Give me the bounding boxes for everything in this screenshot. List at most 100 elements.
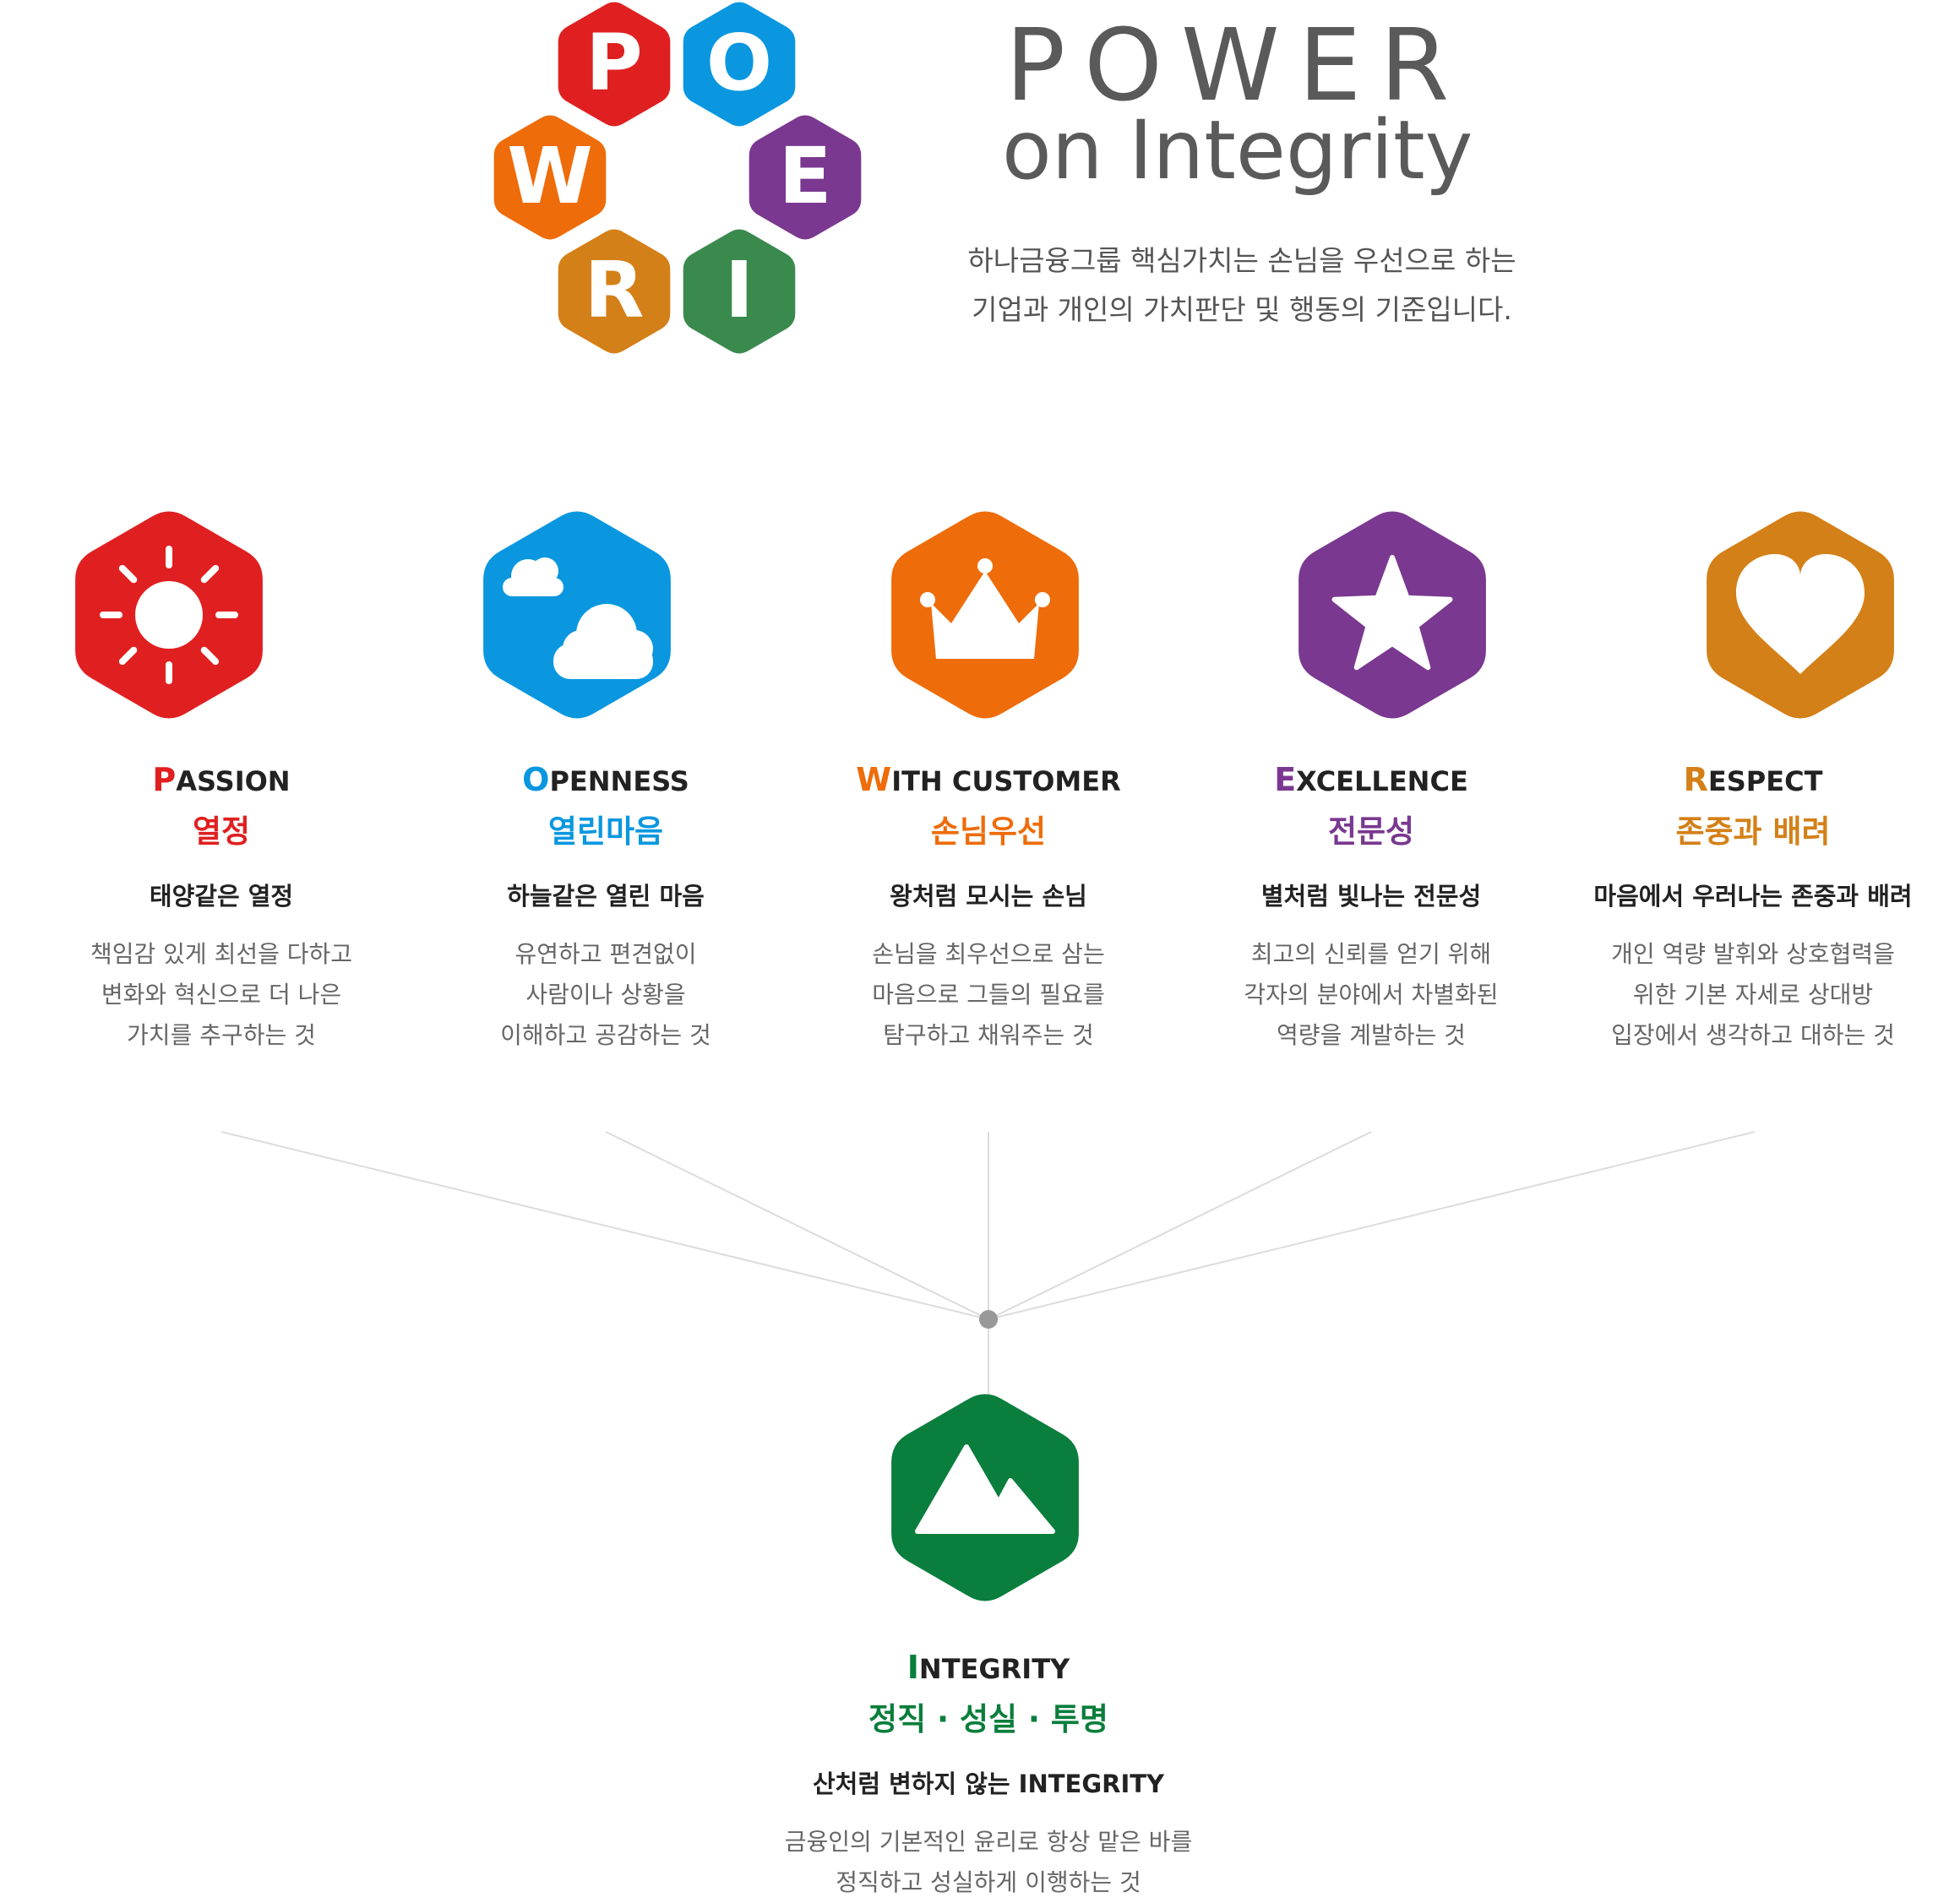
value-description: 유연하고 편견없이 사람이나 상황을 이해하고 공감하는 것	[403, 934, 808, 1056]
value-ko-label: 열린마음	[547, 813, 664, 850]
value-description: 손님을 최우선으로 삼는 마음으로 그들의 필요를 탐구하고 채워주는 것	[786, 934, 1191, 1056]
sun-icon	[100, 546, 238, 684]
value-en-label: PASSION	[19, 764, 424, 796]
value-tagline: 하늘같은 열린 마음	[507, 882, 705, 911]
value-hexagon	[1298, 511, 1486, 719]
value-en-label: EXCELLENCE	[1168, 764, 1574, 796]
logo-hexagon-shape	[488, 110, 612, 245]
intro-line-1: 하나금융그룹 핵심가치는 손님을 우선으로 하는	[967, 244, 1516, 277]
logo-hexagon-shape	[553, 224, 676, 359]
value-en-rest: ESPECT	[1707, 765, 1823, 797]
logo-hex-i: I	[678, 224, 801, 359]
value-en-rest: ITH CUSTOMER	[891, 765, 1121, 797]
integrity-hexagon	[891, 1394, 1079, 1601]
logo-hex-e: E	[743, 110, 867, 245]
value-hexagon	[891, 511, 1079, 719]
value-card-excellence: EXCELLENCE 전문성 별처럼 빛나는 전문성 최고의 신뢰를 얻기 위해…	[1168, 764, 1574, 1056]
value-description-line: 손님을 최우선으로 삼는	[872, 940, 1105, 968]
logo-hex-w: W	[488, 110, 612, 245]
cloud-icon	[503, 557, 653, 679]
integrity-description: 금융인의 기본적인 윤리로 항상 맡은 바를 정직하고 성실하게 이행하는 것	[735, 1822, 1242, 1903]
integrity-en-label: INTEGRITY	[735, 1651, 1242, 1683]
value-ko-label: 열정	[192, 813, 251, 850]
value-en-label: OPENNESS	[403, 764, 808, 796]
page-subtitle: on Integrity	[1002, 103, 1473, 198]
value-en-initial: P	[152, 761, 177, 798]
connector-line-passion	[220, 1131, 989, 1320]
logo-letter: E	[779, 131, 832, 221]
value-card-integrity: INTEGRITY 정직 · 성실 · 투명 산처럼 변하지 않는 INTEGR…	[735, 1651, 1242, 1903]
integrity-tagline: 산처럼 변하지 않는 INTEGRITY	[812, 1770, 1165, 1798]
value-tagline: 별처럼 빛나는 전문성	[1260, 882, 1482, 911]
integrity-en-rest: NTEGRITY	[918, 1653, 1070, 1685]
integrity-en-initial: I	[906, 1649, 919, 1686]
mountain-icon	[915, 1444, 1055, 1534]
value-hexagon-shape	[483, 511, 671, 719]
value-description-line: 개인 역량 발휘와 상호협력을	[1611, 940, 1895, 968]
value-en-initial: W	[856, 761, 892, 798]
value-en-label: RESPECT	[1550, 764, 1956, 796]
logo-hex-r: R	[553, 224, 676, 359]
logo-hexagon-shape	[678, 224, 801, 359]
value-description-line: 역량을 계발하는 것	[1277, 1021, 1466, 1049]
logo-letter: P	[585, 18, 642, 108]
logo-hex-o: O	[678, 0, 801, 132]
intro-line-2: 기업과 개인의 가치판단 및 행동의 기준입니다.	[972, 293, 1512, 326]
value-card-with-customer: WITH CUSTOMER 손님우선 왕처럼 모시는 손님 손님을 최우선으로 …	[786, 764, 1191, 1056]
value-en-initial: O	[522, 761, 550, 798]
star-icon	[1331, 555, 1453, 671]
value-ko-label: 존중과 배려	[1675, 813, 1831, 850]
value-description-line: 입장에서 생각하고 대하는 것	[1611, 1021, 1895, 1049]
logo-hexagon-shape	[553, 0, 676, 132]
integrity-description-line: 정직하고 성실하게 이행하는 것	[836, 1868, 1141, 1896]
value-description-line: 최고의 신뢰를 얻기 위해	[1250, 940, 1492, 968]
value-description-line: 변화와 혁신으로 더 나은	[101, 981, 342, 1009]
value-description-line: 마음으로 그들의 필요를	[872, 981, 1105, 1009]
logo-letter: R	[585, 245, 645, 335]
value-ko-label: 손님우선	[930, 813, 1047, 850]
value-en-initial: E	[1274, 761, 1297, 798]
value-en-rest: ASSION	[176, 765, 291, 797]
integrity-description-line: 금융인의 기본적인 윤리로 항상 맡은 바를	[784, 1828, 1193, 1856]
value-description-line: 유연하고 편견없이	[514, 940, 697, 968]
logo-letter: W	[507, 131, 592, 221]
value-description-line: 이해하고 공감하는 것	[500, 1021, 711, 1049]
value-description: 최고의 신뢰를 얻기 위해 각자의 분야에서 차별화된 역량을 계발하는 것	[1168, 934, 1574, 1056]
integrity-ko-label: 정직 · 성실 · 투명	[868, 1701, 1108, 1737]
value-en-initial: R	[1683, 761, 1708, 798]
value-en-label: WITH CUSTOMER	[786, 764, 1191, 796]
value-card-openness: OPENNESS 열린마음 하늘같은 열린 마음 유연하고 편견없이 사람이나 …	[403, 764, 808, 1056]
value-card-passion: PASSION 열정 태양같은 열정 책임감 있게 최선을 다하고 변화와 혁신…	[19, 764, 424, 1056]
value-description-line: 책임감 있게 최선을 다하고	[90, 940, 353, 968]
value-description: 개인 역량 발휘와 상호협력을 위한 기본 자세로 상대방 입장에서 생각하고 …	[1550, 934, 1956, 1056]
crown-icon	[920, 558, 1050, 659]
value-description: 책임감 있게 최선을 다하고 변화와 혁신으로 더 나은 가치를 추구하는 것	[19, 934, 424, 1056]
heart-icon	[1736, 554, 1865, 674]
value-tagline: 태양같은 열정	[149, 882, 294, 911]
connector-line-excellence	[988, 1131, 1372, 1320]
value-description-line: 각자의 분야에서 차별화된	[1244, 981, 1499, 1009]
value-description-line: 탐구하고 채워주는 것	[883, 1021, 1094, 1049]
connector-lines	[220, 1131, 1756, 1398]
logo-letter: O	[706, 18, 772, 108]
connector-hub-dot	[979, 1310, 998, 1329]
value-hexagon	[1707, 511, 1894, 719]
logo-letter: I	[725, 245, 754, 335]
value-description-line: 가치를 추구하는 것	[127, 1021, 316, 1049]
value-ko-label: 전문성	[1327, 813, 1415, 850]
value-description-line: 사람이나 상황을	[525, 981, 686, 1009]
value-en-rest: XCELLENCE	[1296, 765, 1468, 797]
value-hexagon	[483, 511, 671, 719]
logo-hexagon-shape	[678, 0, 801, 132]
connector-line-openness	[605, 1131, 989, 1320]
value-en-rest: PENNESS	[549, 765, 689, 797]
page-title: POWER	[1005, 7, 1468, 123]
connector-line-respect	[988, 1131, 1756, 1320]
value-tagline: 마음에서 우러나는 존중과 배려	[1593, 882, 1913, 911]
value-card-respect: RESPECT 존중과 배려 마음에서 우러나는 존중과 배려 개인 역량 발휘…	[1550, 764, 1956, 1056]
logo-hexagon-shape	[743, 110, 867, 245]
value-icons	[75, 511, 1894, 1601]
value-tagline: 왕처럼 모시는 손님	[890, 882, 1087, 911]
